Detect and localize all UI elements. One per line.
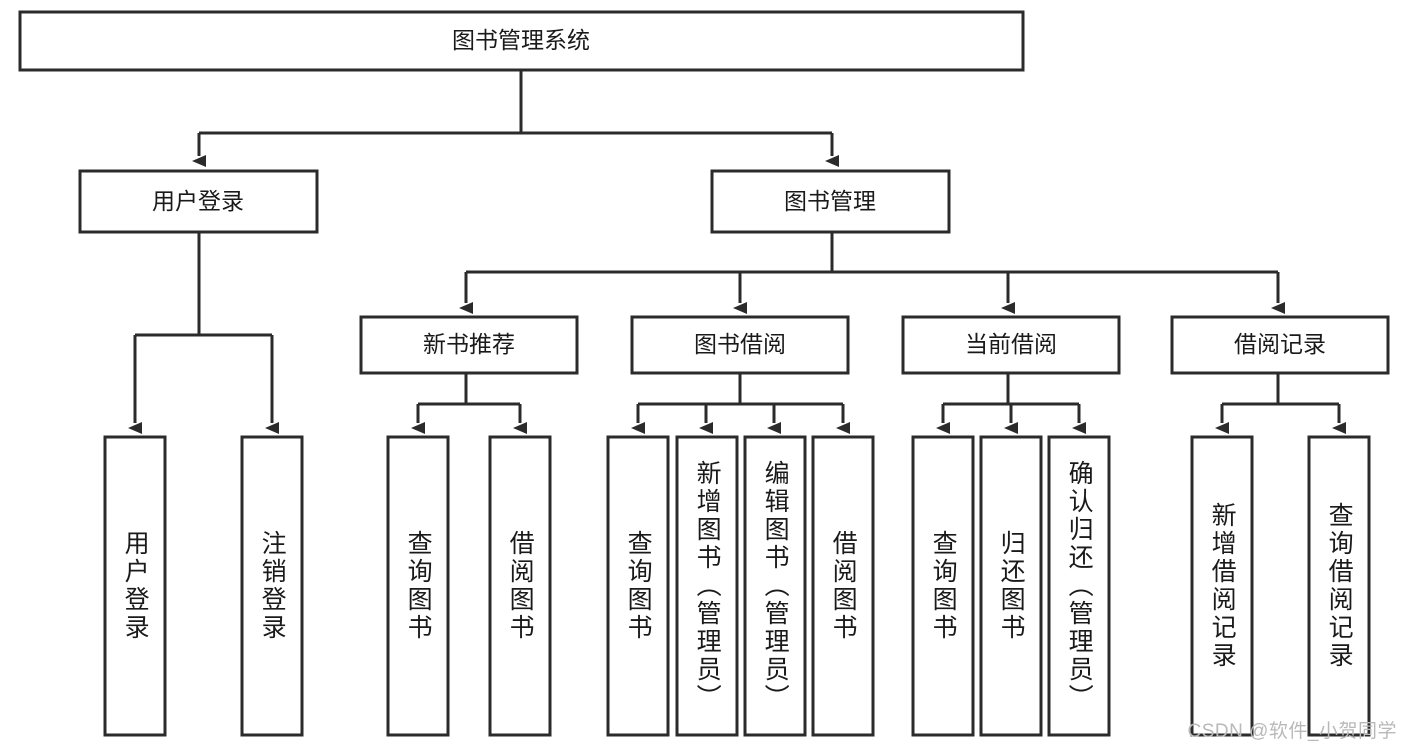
node-current-borrow-label: 当前借阅 xyxy=(965,331,1057,357)
node-book-borrow-box xyxy=(630,315,850,375)
node-user-login[interactable]: 用户登录 xyxy=(78,169,319,234)
leaf-box-book-borrow-4[interactable] xyxy=(811,435,875,737)
node-root-box xyxy=(18,10,1025,72)
edge-group-user-login xyxy=(128,232,279,434)
edge-group-new-book-recommend xyxy=(411,373,527,434)
leaf-box-new-book-1[interactable] xyxy=(386,435,450,737)
node-book-borrow-label: 图书借阅 xyxy=(694,331,786,357)
node-user-login-label: 用户登录 xyxy=(152,188,244,214)
node-borrow-record-box xyxy=(1170,315,1390,375)
node-new-book-recommend-box xyxy=(359,315,579,375)
node-root-label: 图书管理系统 xyxy=(452,27,590,53)
node-current-borrow-box xyxy=(901,315,1121,375)
edge-group-root-to-level2 xyxy=(192,70,839,167)
leaf-box-book-borrow-2[interactable] xyxy=(675,435,739,737)
node-book-management[interactable]: 图书管理 xyxy=(710,169,951,234)
csdn-watermark: CSDN @软件_小贺同学 xyxy=(1187,721,1397,742)
node-book-management-label: 图书管理 xyxy=(784,188,876,214)
leaf-box-current-borrow-1[interactable] xyxy=(911,435,975,737)
node-current-borrow[interactable]: 当前借阅 xyxy=(901,315,1121,375)
leaf-box-book-borrow-1[interactable] xyxy=(606,435,670,737)
leaf-box-borrow-record-1[interactable] xyxy=(1190,435,1254,737)
node-borrow-record-label: 借阅记录 xyxy=(1234,331,1326,357)
node-book-borrow[interactable]: 图书借阅 xyxy=(630,315,850,375)
leaf-box-book-borrow-3[interactable] xyxy=(743,435,807,737)
edge-group-book-manage xyxy=(459,232,1285,314)
leaf-box-current-borrow-2[interactable] xyxy=(979,435,1043,737)
node-new-book-recommend[interactable]: 新书推荐 xyxy=(359,315,579,375)
leaf-box-user-login-2[interactable] xyxy=(240,435,304,737)
leaf-box-user-login-1[interactable] xyxy=(103,435,167,737)
edge-group-current-borrow xyxy=(936,373,1086,434)
node-user-login-box xyxy=(78,169,319,234)
node-root-book-management-system[interactable]: 图书管理系统 xyxy=(18,10,1025,72)
node-borrow-record[interactable]: 借阅记录 xyxy=(1170,315,1390,375)
edge-group-borrow-record xyxy=(1215,373,1346,434)
leaf-box-current-borrow-3[interactable] xyxy=(1047,435,1111,737)
node-new-book-recommend-label: 新书推荐 xyxy=(423,331,515,357)
edge-group-book-borrow xyxy=(631,373,850,434)
leaf-box-borrow-record-2[interactable] xyxy=(1307,435,1371,737)
node-book-management-box xyxy=(710,169,951,234)
leaf-box-new-book-2[interactable] xyxy=(488,435,552,737)
